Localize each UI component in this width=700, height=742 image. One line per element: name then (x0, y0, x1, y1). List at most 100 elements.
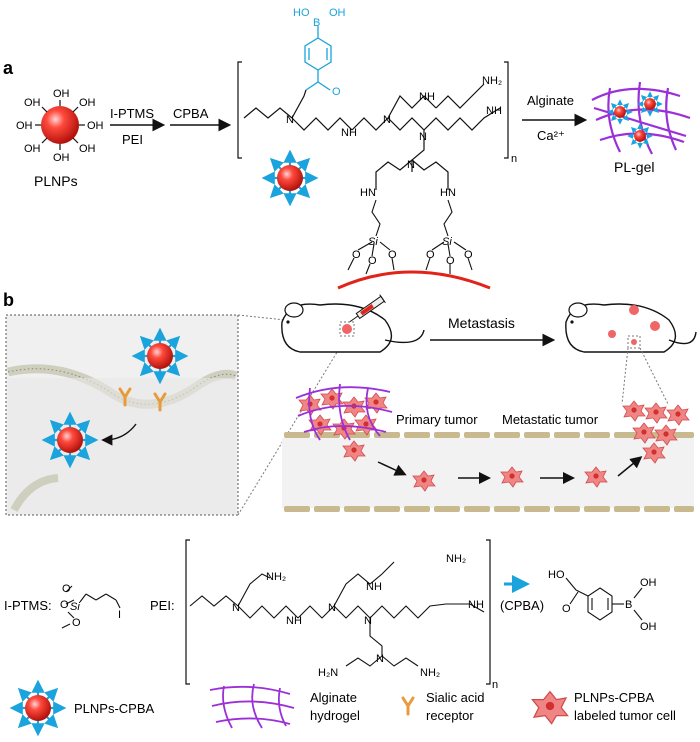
cpba-b-label: B (625, 599, 632, 611)
iptms-o-top: O (62, 583, 71, 595)
plnps-cpba-bound (136, 332, 184, 380)
plnps-label: PLNPs (34, 173, 78, 189)
pei-nh-2: NH (366, 581, 382, 593)
pei-n4: N (376, 653, 384, 665)
primary-tumor-label: Primary tumor (396, 412, 478, 427)
oh-top-right: OH (79, 97, 96, 109)
plnps-cpba-internalized (46, 416, 94, 464)
plnp-hydroxyl-sphere (35, 100, 85, 150)
legend-tumor-line1: PLNPs-CPBA (574, 690, 655, 705)
cpba-oh-bottom: OH (640, 621, 657, 633)
legend-alginate-line1: Alginate (310, 690, 357, 705)
cpba-o-label: O (562, 603, 571, 615)
si-right: Si (442, 236, 452, 248)
cpba-label: (CPBA) (500, 598, 544, 613)
iptms-si: Si (70, 601, 80, 613)
o-1: O (352, 249, 361, 261)
pei-nh2-1: NH₂ (266, 571, 286, 583)
oh-bottom: OH (53, 152, 70, 164)
blood-vessel (282, 432, 694, 512)
cpba-ho-label: HO (548, 569, 565, 581)
legend-sialic-line1: Sialic acid (426, 690, 485, 705)
cpba-oh-top: OH (640, 577, 657, 589)
cpba-moiety (304, 26, 332, 91)
polymer-bracket-right (504, 61, 509, 159)
si-left: Si (368, 236, 378, 248)
plnps-cpba-icon-a (266, 154, 314, 202)
pl-gel-label: PL-gel (614, 159, 654, 175)
pl-gel-network (591, 81, 691, 155)
iptms-label: I-PTMS: (4, 598, 52, 613)
cpba-b: B (313, 17, 320, 29)
pei-a-hn-left: HN (360, 187, 376, 199)
mouse-primary (281, 294, 425, 353)
oh-bottom-right: OH (79, 143, 96, 155)
repeat-n: n (511, 153, 517, 165)
metastasis-label: Metastasis (448, 315, 515, 331)
step1-reagent-top: I-PTMS (110, 106, 154, 121)
oh-right: OH (87, 120, 104, 132)
step1-reagent-bottom: PEI (122, 132, 143, 147)
pei-a-hn-right: HN (440, 187, 456, 199)
oh-top: OH (53, 88, 70, 100)
oh-left: OH (16, 120, 33, 132)
mouse-metastatic (565, 302, 697, 353)
pei-a-nh1: NH (341, 127, 357, 139)
step3-reagent-bottom: Ca²⁺ (537, 128, 565, 143)
iptms-structure (61, 585, 121, 629)
legend-alginate-line2: hydrogel (310, 708, 360, 723)
pei-n2: N (328, 602, 336, 614)
pei-a-n4: N (407, 159, 415, 171)
legend-tumor-line2: labeled tumor cell (574, 708, 676, 723)
o-6: O (464, 249, 473, 261)
cpba-carbonyl-o: O (332, 86, 341, 98)
pei-a-nh2-mid: NH (419, 91, 435, 103)
pei-a-nh-end: NH (486, 105, 502, 117)
cpba-oh: OH (329, 7, 346, 19)
pei-bracket-right (486, 539, 491, 685)
cpba-ho: HO (293, 7, 310, 19)
metastatic-tumor-label: Metastatic tumor (502, 412, 599, 427)
legend-plnps-cpba-label: PLNPs-CPBA (74, 701, 155, 716)
pei-a-n2: N (383, 114, 391, 126)
zoom-line-bottom (237, 343, 343, 516)
legend-receptor-icon (401, 696, 415, 716)
iptms-o-mid: O (60, 599, 69, 611)
iptms-i: I (118, 609, 121, 621)
pei-label: PEI: (150, 598, 175, 613)
pei-nh-end: NH (468, 599, 484, 611)
pei-repeat-n: n (492, 679, 498, 691)
legend-alginate-icon (209, 683, 295, 729)
polymer-bracket-left (237, 61, 242, 159)
pei-h2n: H₂N (318, 667, 338, 679)
o-5: O (446, 255, 455, 267)
silane-anchors (347, 199, 473, 275)
step3-reagent-top: Alginate (527, 93, 574, 108)
pei-nh-1: NH (286, 615, 302, 627)
legend-tumor-cell-icon (531, 690, 569, 725)
nanoparticle-surface-arc (337, 270, 491, 290)
oh-top-left: OH (24, 97, 41, 109)
step2-reagent-top: CPBA (173, 106, 209, 121)
iptms-o-bot: O (72, 617, 81, 629)
pei-nh2-3: NH₂ (420, 667, 440, 679)
legend-plnps-cpba-icon (14, 684, 62, 732)
pei-a-nh2-end: NH₂ (482, 75, 502, 87)
pei-bracket-left (185, 539, 190, 685)
pei-nh2-2: NH₂ (446, 553, 466, 565)
o-4: O (426, 249, 435, 261)
pei-a-n3: N (419, 131, 427, 143)
panel-a-label: a (3, 58, 14, 78)
o-2: O (368, 255, 377, 267)
panel-b-label: b (3, 290, 14, 310)
o-3: O (388, 249, 397, 261)
cpba-structure (565, 577, 643, 621)
legend-sialic-line2: receptor (426, 708, 474, 723)
pei-backbone-a (243, 83, 501, 190)
oh-bottom-left: OH (24, 143, 41, 155)
pei-a-n1: N (286, 114, 294, 126)
primary-tumor-cluster (295, 383, 393, 462)
pei-structure (189, 561, 485, 667)
pei-n1: N (232, 602, 240, 614)
